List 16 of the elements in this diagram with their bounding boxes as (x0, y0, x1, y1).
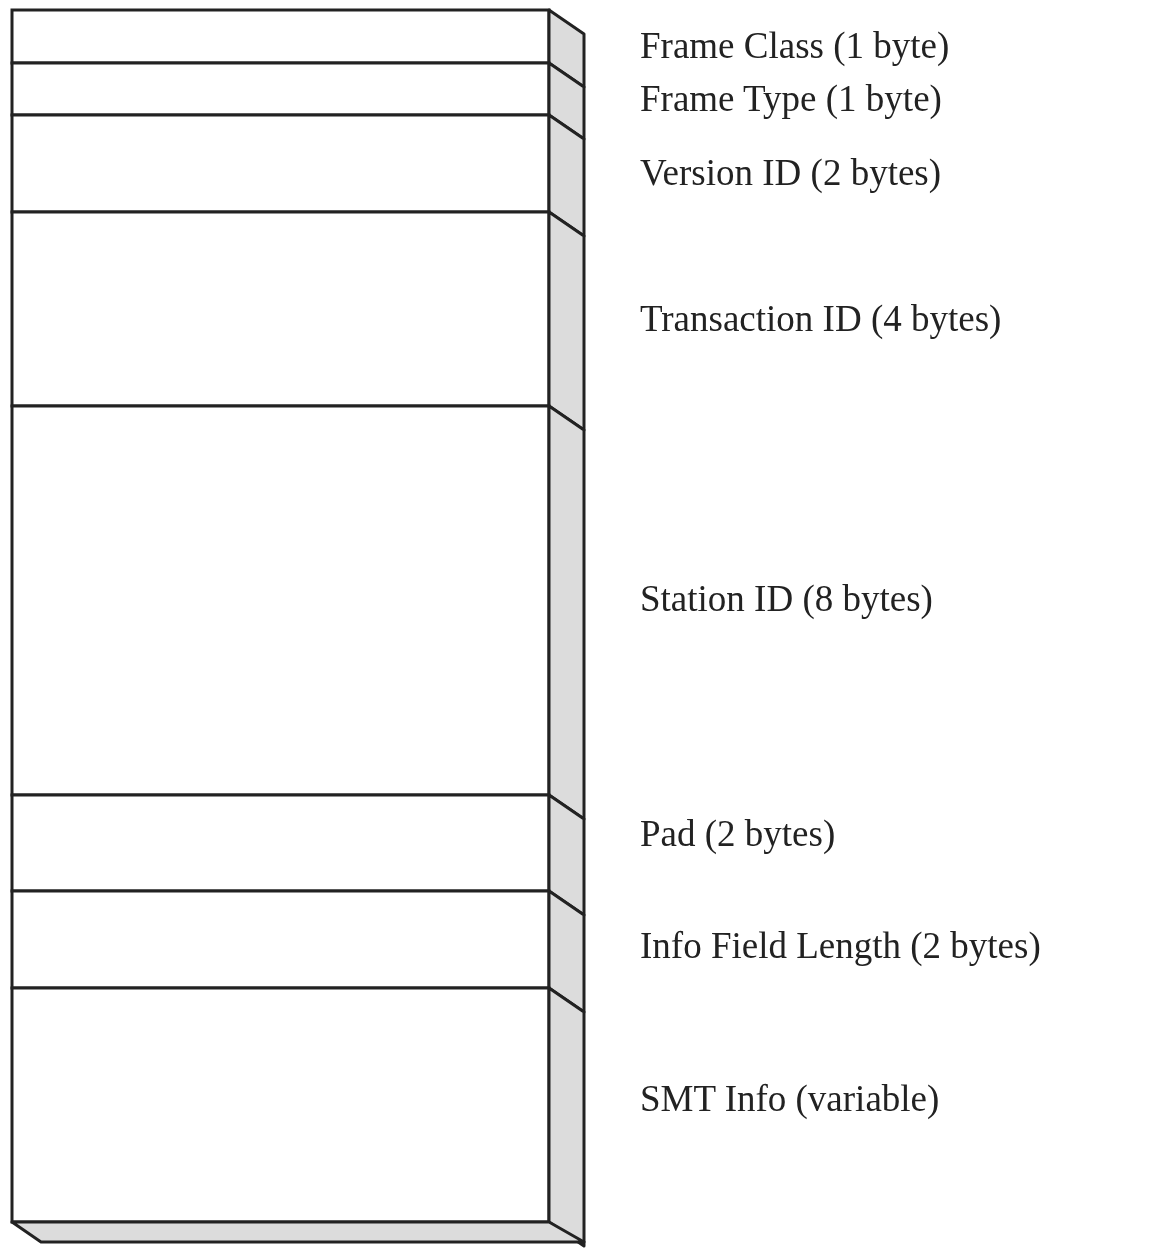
field-block (10, 61, 586, 141)
field-block (10, 986, 586, 1248)
field-block (10, 113, 586, 238)
field-block (10, 404, 586, 821)
field-block (10, 210, 586, 432)
field-label: Frame Type (1 byte) (640, 79, 942, 117)
field-block (10, 793, 586, 917)
field-label: Frame Class (1 byte) (640, 26, 950, 64)
field-block (10, 889, 586, 1014)
field-block (10, 8, 586, 89)
field-label: Version ID (2 bytes) (640, 153, 942, 191)
field-label: Info Field Length (2 bytes) (640, 926, 1041, 964)
field-label: SMT Info (variable) (640, 1079, 940, 1117)
field-label: Transaction ID (4 bytes) (640, 299, 1002, 337)
field-label: Pad (2 bytes) (640, 814, 836, 852)
field-label: Station ID (8 bytes) (640, 579, 933, 617)
